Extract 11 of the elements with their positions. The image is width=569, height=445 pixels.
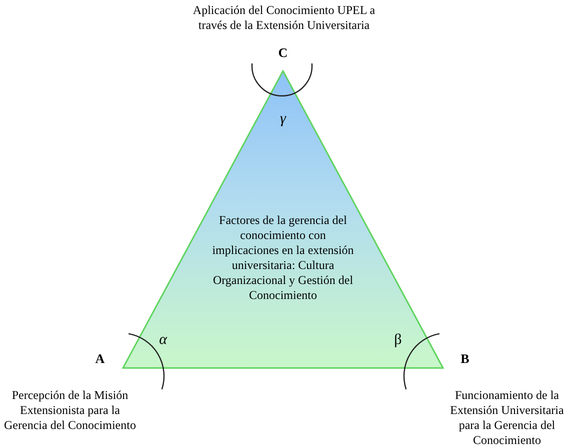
triangle-label: Factores de la gerencia del conocimiento con implicaciones en la extensión universitaria: Cultura Organizacional y Gestión del Conocimiento [211, 213, 355, 303]
vertex-label: C [277, 45, 289, 61]
vertex-caption: Aplicación del Conocimiento UPEL a través de la Extensión Universitaria [192, 3, 376, 33]
angle-label: α [158, 331, 168, 349]
vertex-caption: Funcionamiento de la Extensión Universitaria para la Gerencia del Conocimiento [449, 388, 565, 445]
vertex-caption: Percepción de la Misión Extensionista para la Gerencia del Conocimiento [3, 388, 137, 433]
angle-label: γ [279, 110, 288, 128]
triangle-shape [122, 70, 444, 369]
vertex-label: B [460, 351, 470, 367]
angle-label: β [393, 331, 403, 349]
vertex-label: A [94, 351, 106, 367]
